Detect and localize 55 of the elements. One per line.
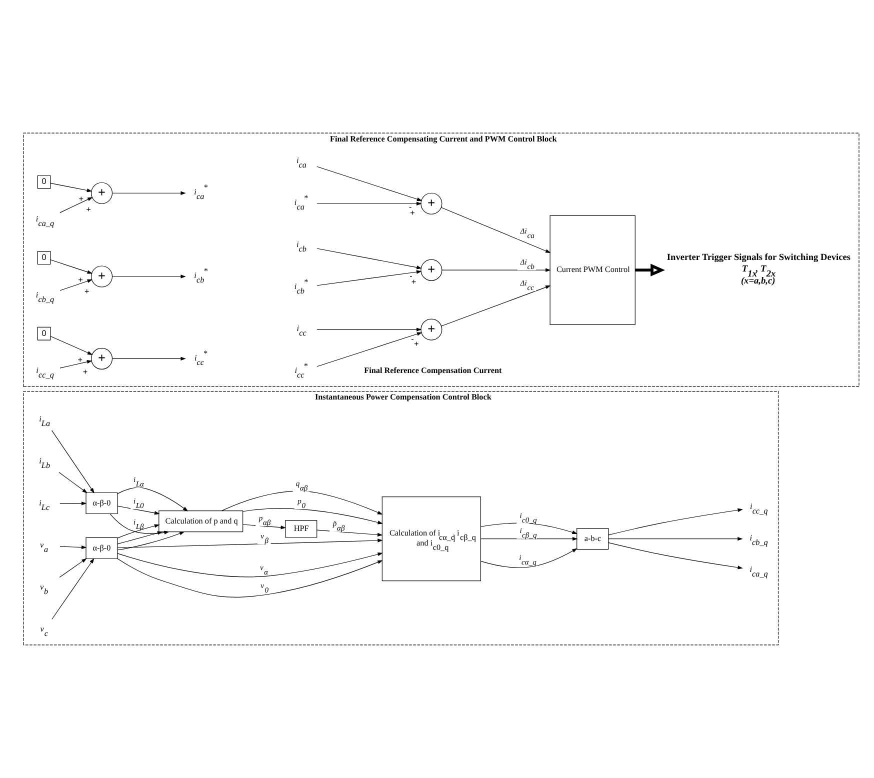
arrow: [316, 166, 422, 201]
arrow: [116, 506, 160, 515]
node-box: α-β-0: [85, 492, 118, 514]
arrow: [50, 182, 92, 192]
arrow: [50, 259, 92, 274]
node-box: Current PWM Control: [549, 215, 635, 325]
arrow: [316, 530, 382, 537]
arrow: [480, 522, 577, 534]
node-box: Calculation of p and q: [158, 510, 243, 532]
arrow: [51, 558, 94, 620]
arrow: [316, 202, 422, 206]
arrow: [316, 270, 422, 286]
arrow: [111, 191, 186, 195]
node-circle: +: [420, 259, 442, 281]
arrow: [316, 248, 422, 270]
arrow: [220, 490, 382, 515]
arrow: [608, 542, 742, 570]
arrow: [242, 524, 286, 530]
arrow: [116, 558, 382, 598]
arrow: [116, 538, 382, 548]
arrow: [608, 508, 742, 536]
arrow: [50, 336, 92, 355]
arrow: [480, 536, 578, 541]
arrow: [59, 360, 92, 368]
arrow: [316, 328, 422, 332]
arrow: [58, 558, 86, 578]
arrow: [316, 332, 422, 367]
arrow: [441, 268, 550, 272]
label: Final Reference Compensation Current: [364, 366, 502, 376]
arrow: [608, 536, 742, 541]
arrow: [440, 207, 550, 253]
node-circle: +: [90, 348, 112, 370]
arrow: [51, 430, 94, 494]
arrow: [116, 552, 382, 578]
arrow: [58, 472, 87, 494]
arrow: [116, 531, 162, 544]
node-circle: +: [90, 266, 112, 288]
arrow: [440, 285, 550, 326]
node-box: HPF: [284, 520, 317, 538]
arrow: [59, 546, 86, 550]
arrow: [242, 508, 383, 524]
node-circle: +: [420, 318, 442, 340]
arrow: [59, 502, 86, 506]
arrow: [59, 279, 92, 291]
arrow: [116, 524, 160, 538]
arrow: [111, 356, 186, 361]
node-circle: +: [420, 192, 442, 214]
arrow: [116, 532, 184, 550]
node-box: α-β-0: [85, 537, 118, 559]
node-box: a-b-c: [576, 528, 608, 550]
arrow: [109, 514, 169, 534]
arrow: [59, 197, 92, 213]
node-circle: +: [90, 182, 112, 204]
arrow: [111, 274, 186, 278]
arrow: [634, 264, 664, 276]
